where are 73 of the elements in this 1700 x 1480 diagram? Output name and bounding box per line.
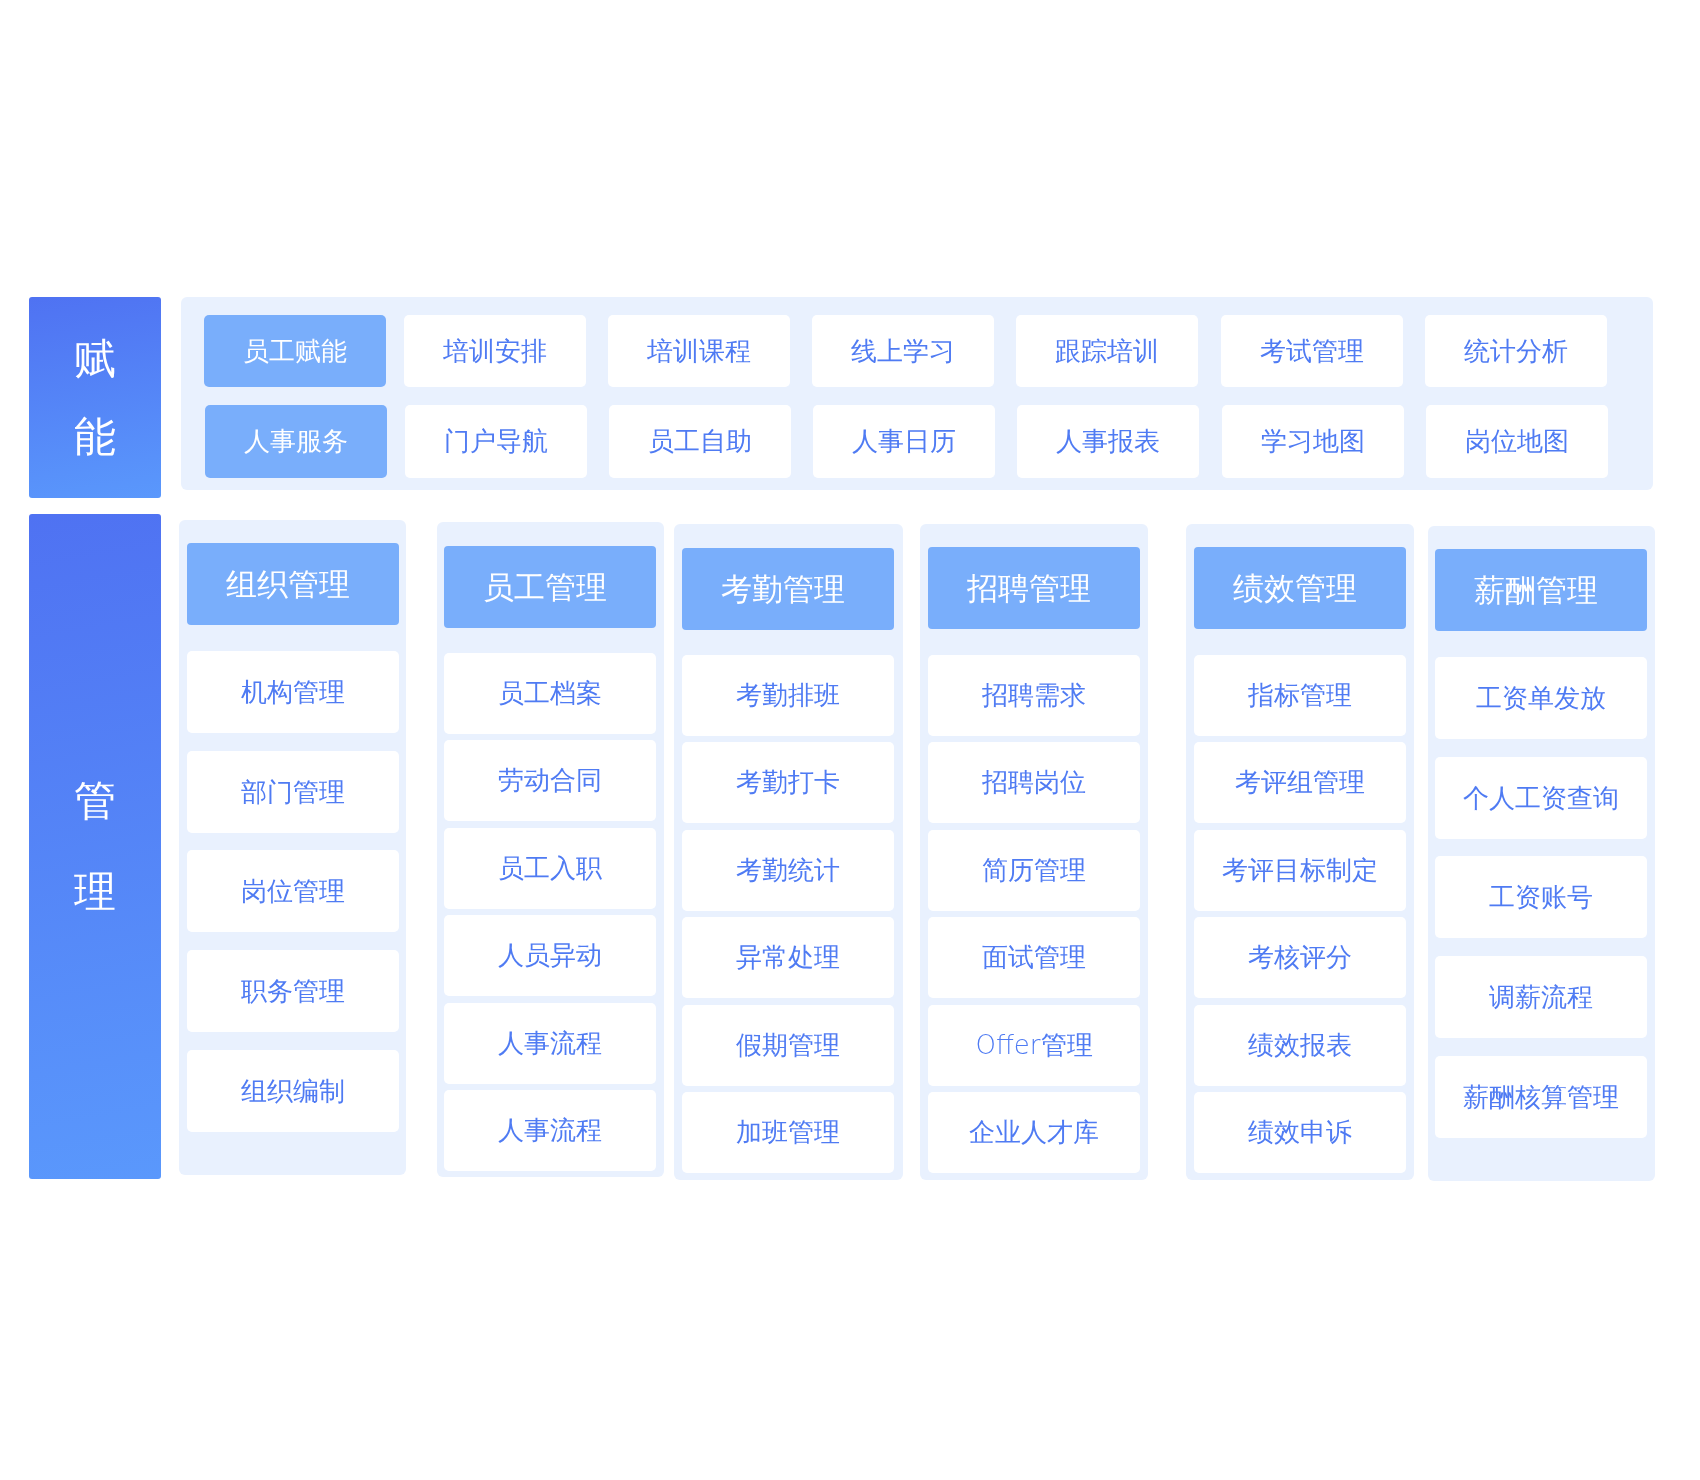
feature-label: 岗位管理	[241, 874, 345, 908]
feature-label: 人事流程	[498, 1027, 602, 1060]
group-panel	[181, 297, 1653, 490]
feature-label: 门户导航	[444, 425, 548, 458]
group-panel	[179, 520, 406, 1175]
feature-label: 岗位地图	[1465, 425, 1569, 458]
feature-label: 绩效申诉	[1248, 1116, 1352, 1149]
feature-label: 人事服务	[244, 425, 348, 458]
section-label-bar	[29, 514, 161, 1179]
feature-label: 培训安排	[443, 334, 547, 368]
feature-label: 人事流程	[498, 1114, 602, 1147]
module-header	[682, 548, 894, 630]
highlighted-tile	[205, 405, 387, 478]
section-label: 赋能	[74, 332, 116, 463]
feature-label: 考勤排班	[736, 679, 840, 712]
feature-label: 员工自助	[648, 425, 752, 458]
feature-label: 部门管理	[241, 775, 345, 809]
feature-label: 考核评分	[1248, 941, 1352, 974]
module-title: 组织管理	[226, 564, 350, 604]
feature-label: 组织编制	[241, 1074, 345, 1108]
group-panel	[674, 524, 903, 1180]
group-panel	[1186, 524, 1414, 1180]
feature-label: Offer管理	[975, 1029, 1093, 1062]
feature-label: 培训课程	[647, 334, 751, 368]
feature-label: 工资账号	[1489, 880, 1593, 914]
feature-label: 异常处理	[736, 941, 840, 974]
feature-label: 机构管理	[241, 675, 345, 709]
module-header	[444, 546, 656, 628]
group-panel	[1428, 526, 1655, 1181]
feature-label: 加班管理	[736, 1116, 840, 1149]
feature-label: 面试管理	[982, 941, 1086, 974]
section-label: 管理	[74, 775, 116, 918]
feature-label: 劳动合同	[498, 764, 602, 797]
module-header	[1435, 549, 1647, 631]
module-header	[187, 543, 399, 625]
feature-label: 考试管理	[1260, 334, 1364, 368]
feature-label: 调薪流程	[1489, 980, 1593, 1014]
feature-label: 跟踪培训	[1055, 334, 1159, 368]
feature-label: 人员异动	[498, 939, 602, 972]
feature-label: 考勤打卡	[736, 766, 840, 799]
module-header	[1194, 547, 1406, 629]
feature-label: 人事日历	[852, 425, 956, 458]
feature-label: 学习地图	[1261, 425, 1365, 458]
feature-label: 统计分析	[1464, 334, 1568, 368]
feature-label: 简历管理	[982, 854, 1086, 887]
feature-label: 考评目标制定	[1222, 854, 1378, 887]
section-label-bar	[29, 297, 161, 498]
feature-label: 绩效报表	[1248, 1029, 1352, 1062]
feature-label: 工资单发放	[1476, 681, 1606, 715]
module-header	[928, 547, 1140, 629]
feature-label: 职务管理	[241, 974, 345, 1008]
module-title: 考勤管理	[721, 569, 845, 609]
feature-label: 企业人才库	[969, 1116, 1099, 1149]
module-title: 员工管理	[483, 567, 607, 607]
module-title: 绩效管理	[1233, 568, 1357, 608]
group-panel	[920, 524, 1148, 1180]
feature-label: 考勤统计	[736, 854, 840, 887]
group-panel	[437, 522, 664, 1177]
feature-label: 员工档案	[498, 677, 602, 710]
feature-label: 考评组管理	[1235, 766, 1365, 799]
feature-label: 指标管理	[1248, 679, 1352, 712]
feature-label: 员工入职	[498, 852, 602, 885]
module-title: 薪酬管理	[1474, 570, 1598, 610]
feature-label: 人事报表	[1056, 425, 1160, 458]
feature-label: 假期管理	[736, 1029, 840, 1062]
feature-label: 薪酬核算管理	[1463, 1080, 1619, 1114]
feature-label: 线上学习	[851, 334, 955, 368]
highlighted-tile	[204, 315, 386, 387]
feature-label: 招聘需求	[982, 679, 1086, 712]
feature-label: 员工赋能	[243, 334, 347, 368]
module-title: 招聘管理	[967, 568, 1091, 608]
feature-label: 个人工资查询	[1463, 781, 1619, 815]
feature-label: 招聘岗位	[982, 766, 1086, 799]
